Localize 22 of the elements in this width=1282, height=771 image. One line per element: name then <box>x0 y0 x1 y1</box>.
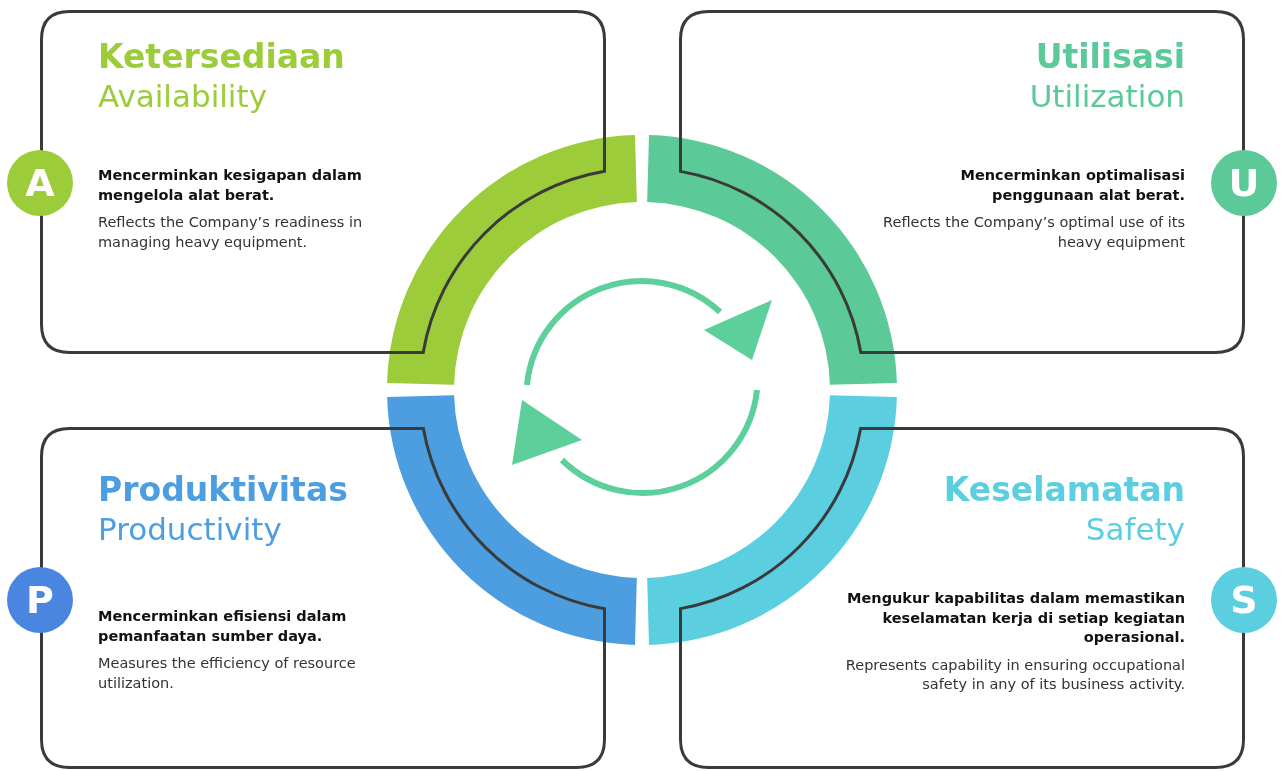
description: Mencerminkan efisiensi dalam pemanfaatan sumber daya. <box>98 607 348 646</box>
heading: Produktivitas <box>98 469 348 511</box>
letter-badge: U <box>1211 150 1277 216</box>
heading: Utilisasi <box>1035 36 1185 78</box>
description: Mencerminkan optimalisasi penggunaan alat berat. <box>959 166 1185 205</box>
description: Represents capability in ensuring occupational safety in any of its business activity. <box>844 655 1185 695</box>
letter-badge: S <box>1211 567 1277 633</box>
description: Reflects the Company’s optimal use of its heavy equipment <box>882 213 1185 252</box>
description: Measures the efficiency of resource utilization. <box>98 654 357 693</box>
subheading: Safety <box>1085 510 1185 549</box>
description: Mencerminkan kesigapan dalam mengelola alat berat. <box>98 166 363 205</box>
subheading: Availability <box>98 77 267 116</box>
letter-badge: P <box>7 567 73 633</box>
description: Reflects the Company’s readiness in managing heavy equipment. <box>98 213 364 252</box>
ring-segment <box>387 135 637 385</box>
description: Mengukur kapabilitas dalam memastikan keselamatan kerja di setiap kegiatan operasional. <box>846 589 1185 648</box>
ring-segment <box>387 395 637 645</box>
subheading: Productivity <box>98 510 282 549</box>
letter-badge: A <box>7 150 73 216</box>
heading: Keselamatan <box>943 469 1185 511</box>
subheading: Utilization <box>1029 77 1185 116</box>
heading: Ketersediaan <box>98 36 345 78</box>
